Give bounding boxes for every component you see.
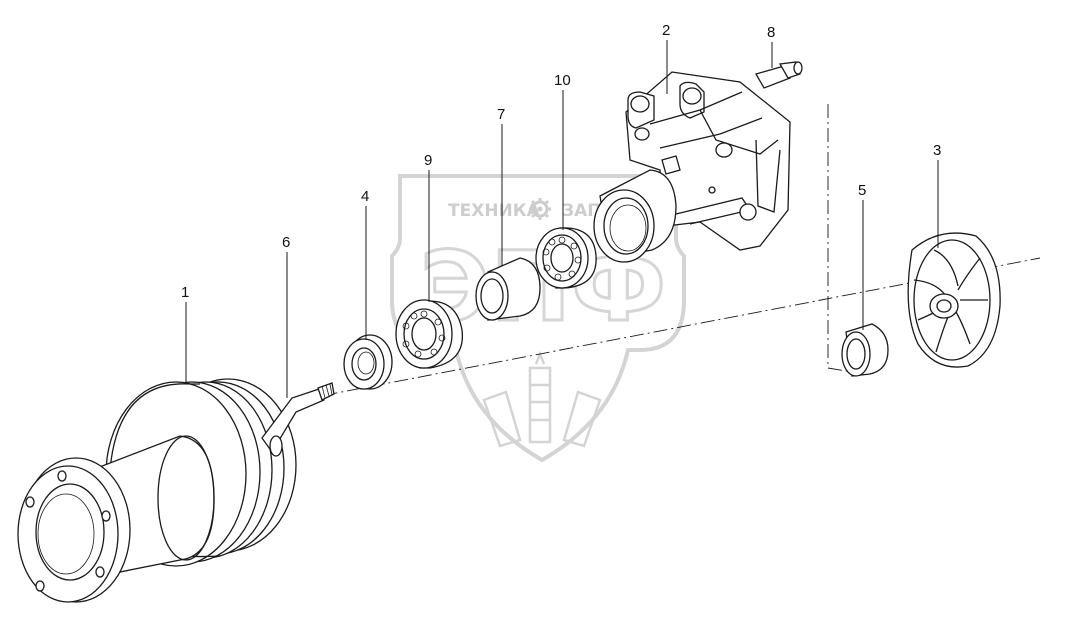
callout-6: 6 — [282, 234, 290, 251]
callout-1: 1 — [181, 284, 189, 301]
seal-ring — [343, 334, 393, 390]
shaft — [261, 382, 335, 457]
callout-5: 5 — [858, 182, 866, 199]
grease-nipple — [755, 61, 803, 89]
rear-bearing — [535, 227, 597, 289]
impeller — [907, 232, 1001, 368]
watermark-shield — [390, 174, 686, 463]
spacer-sleeve — [475, 257, 541, 321]
callout-4: 4 — [361, 188, 369, 205]
pump-housing — [593, 71, 791, 263]
watermark-word-left: ТЕХНИКА — [448, 201, 541, 221]
callout-3: 3 — [933, 142, 941, 159]
callout-7: 7 — [497, 106, 505, 123]
callout-2: 2 — [662, 22, 670, 39]
pulley-hub — [17, 378, 297, 603]
housing-outline-dashed — [827, 104, 853, 373]
front-bearing — [395, 299, 464, 369]
gear-icon — [529, 198, 551, 220]
callout-8: 8 — [767, 24, 775, 41]
face-seal — [841, 323, 889, 377]
callout-9: 9 — [424, 152, 432, 169]
callout-labels: 1 2 3 4 5 6 7 8 9 10 — [181, 22, 941, 398]
watermark-emblem — [482, 350, 602, 448]
callout-10: 10 — [554, 72, 571, 89]
